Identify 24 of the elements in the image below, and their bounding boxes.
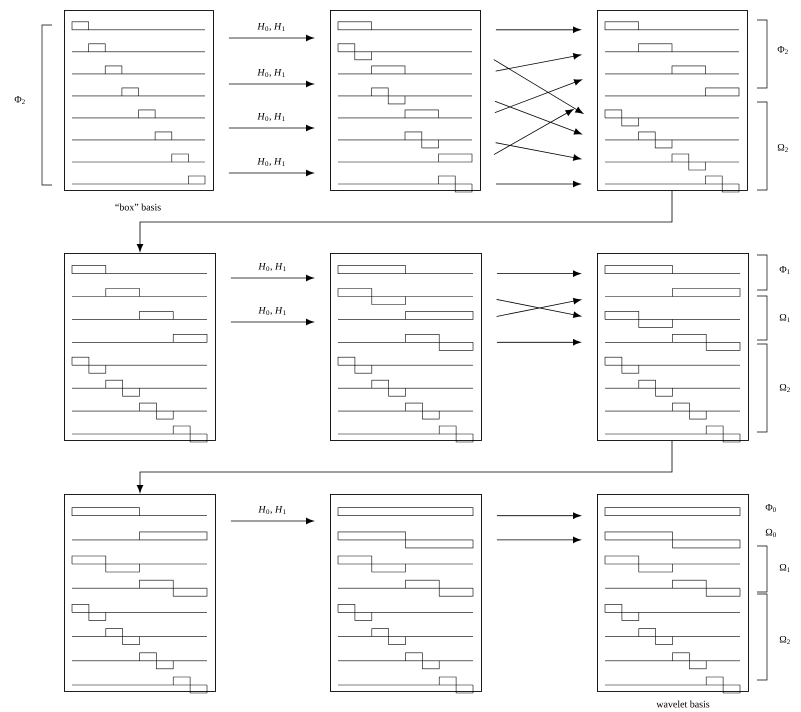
basis-panel — [330, 494, 482, 692]
basis-panel — [597, 494, 749, 692]
edge-label: H$_{0}$, H$_{1}$ — [257, 262, 288, 272]
node-label: wavelet basis — [656, 700, 710, 708]
basis-panel — [597, 253, 749, 441]
basis-panel — [330, 10, 481, 191]
edge-label: H$_{0}$, H$_{1}$ — [256, 68, 287, 78]
bracket-label: Ω$_{2}$ — [780, 636, 790, 644]
basis-panel — [597, 10, 748, 191]
basis-panel — [64, 10, 214, 191]
edge-label: H$_{0}$, H$_{1}$ — [256, 22, 287, 32]
bracket-label: Ω$_{1}$ — [780, 564, 790, 572]
bracket-label: Ω$_{1}$ — [780, 314, 790, 322]
bracket-label: Ω$_{0}$ — [766, 528, 776, 538]
edge-label: H$_{0}$, H$_{1}$ — [257, 306, 288, 316]
edge-label: H$_{0}$, H$_{1}$ — [256, 112, 287, 122]
basis-panel — [330, 253, 482, 441]
basis-panel — [64, 253, 216, 441]
basis-panel — [64, 494, 216, 692]
node-label: “box” basis — [115, 203, 161, 210]
bracket-label: Ω$_{2}$ — [778, 144, 788, 152]
edge-label: H$_{0}$, H$_{1}$ — [257, 504, 288, 516]
edge-label: H$_{0}$, H$_{1}$ — [256, 156, 287, 168]
bracket-label: Ω$_{2}$ — [780, 384, 790, 392]
